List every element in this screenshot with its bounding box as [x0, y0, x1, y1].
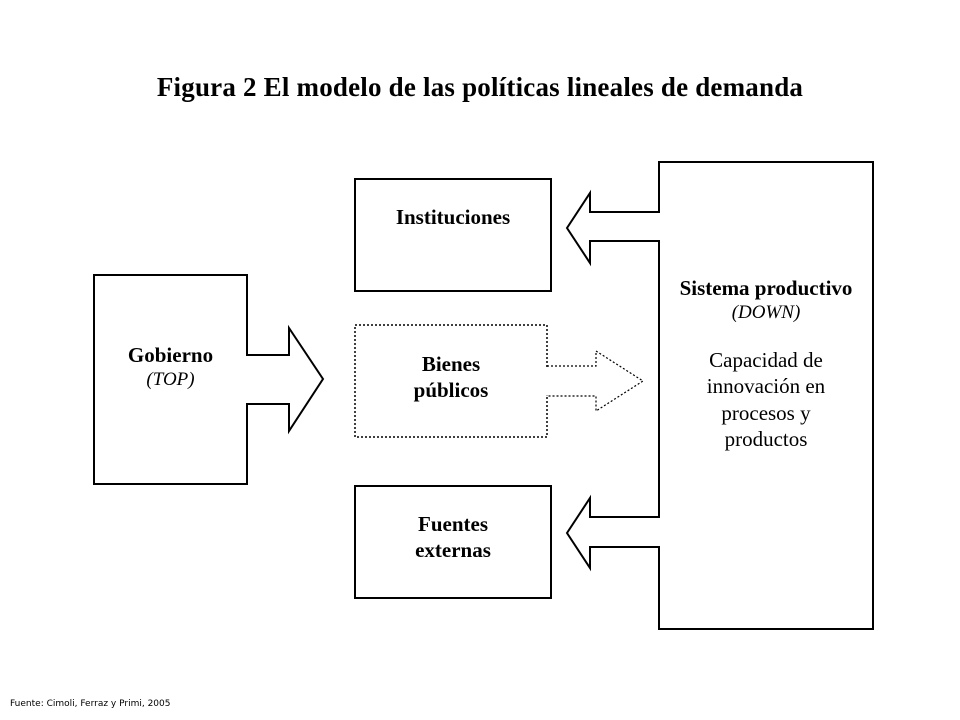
- instituciones-label: Instituciones: [395, 205, 511, 229]
- source-note: Fuente: Cimoli, Ferraz y Primi, 2005: [10, 699, 171, 709]
- fuentes-externas-arrow: [565, 494, 660, 572]
- instituciones-arrow: [565, 189, 660, 267]
- fuentes-externas-box: [354, 485, 552, 599]
- bienes-line1: Bienes: [421, 352, 481, 376]
- figure-title: Figura 2 El modelo de las políticas line…: [156, 72, 804, 102]
- fuentes-externas-text: Fuentes externas: [355, 511, 551, 564]
- gobierno-box: [93, 274, 248, 485]
- gobierno-arrow: [246, 324, 325, 435]
- sistema-productivo-text: Sistema productivo (DOWN) Capacidad de i…: [659, 275, 873, 452]
- sistema-desc-line2: innovación en: [706, 374, 826, 399]
- instituciones-box: [354, 178, 552, 292]
- instituciones-text: Instituciones: [355, 204, 551, 230]
- sistema-productivo-box: [658, 161, 874, 630]
- fuentes-line2: externas: [415, 538, 491, 563]
- sistema-sublabel: (DOWN): [731, 302, 801, 324]
- sistema-label: Sistema productivo: [679, 276, 853, 300]
- gobierno-label: Gobierno: [127, 343, 214, 367]
- sistema-desc-line4: productos: [724, 426, 808, 451]
- sistema-desc-line3: procesos y: [721, 400, 811, 425]
- bienes-publicos-text: Bienes públicos: [355, 351, 547, 404]
- gobierno-sublabel: (TOP): [146, 369, 195, 391]
- sistema-desc-line1: Capacidad de: [709, 348, 823, 372]
- gobierno-text: Gobierno (TOP): [94, 342, 247, 392]
- bienes-line2: públicos: [413, 378, 489, 403]
- fuentes-line1: Fuentes: [418, 512, 488, 536]
- bienes-publicos-arrow: [546, 349, 645, 413]
